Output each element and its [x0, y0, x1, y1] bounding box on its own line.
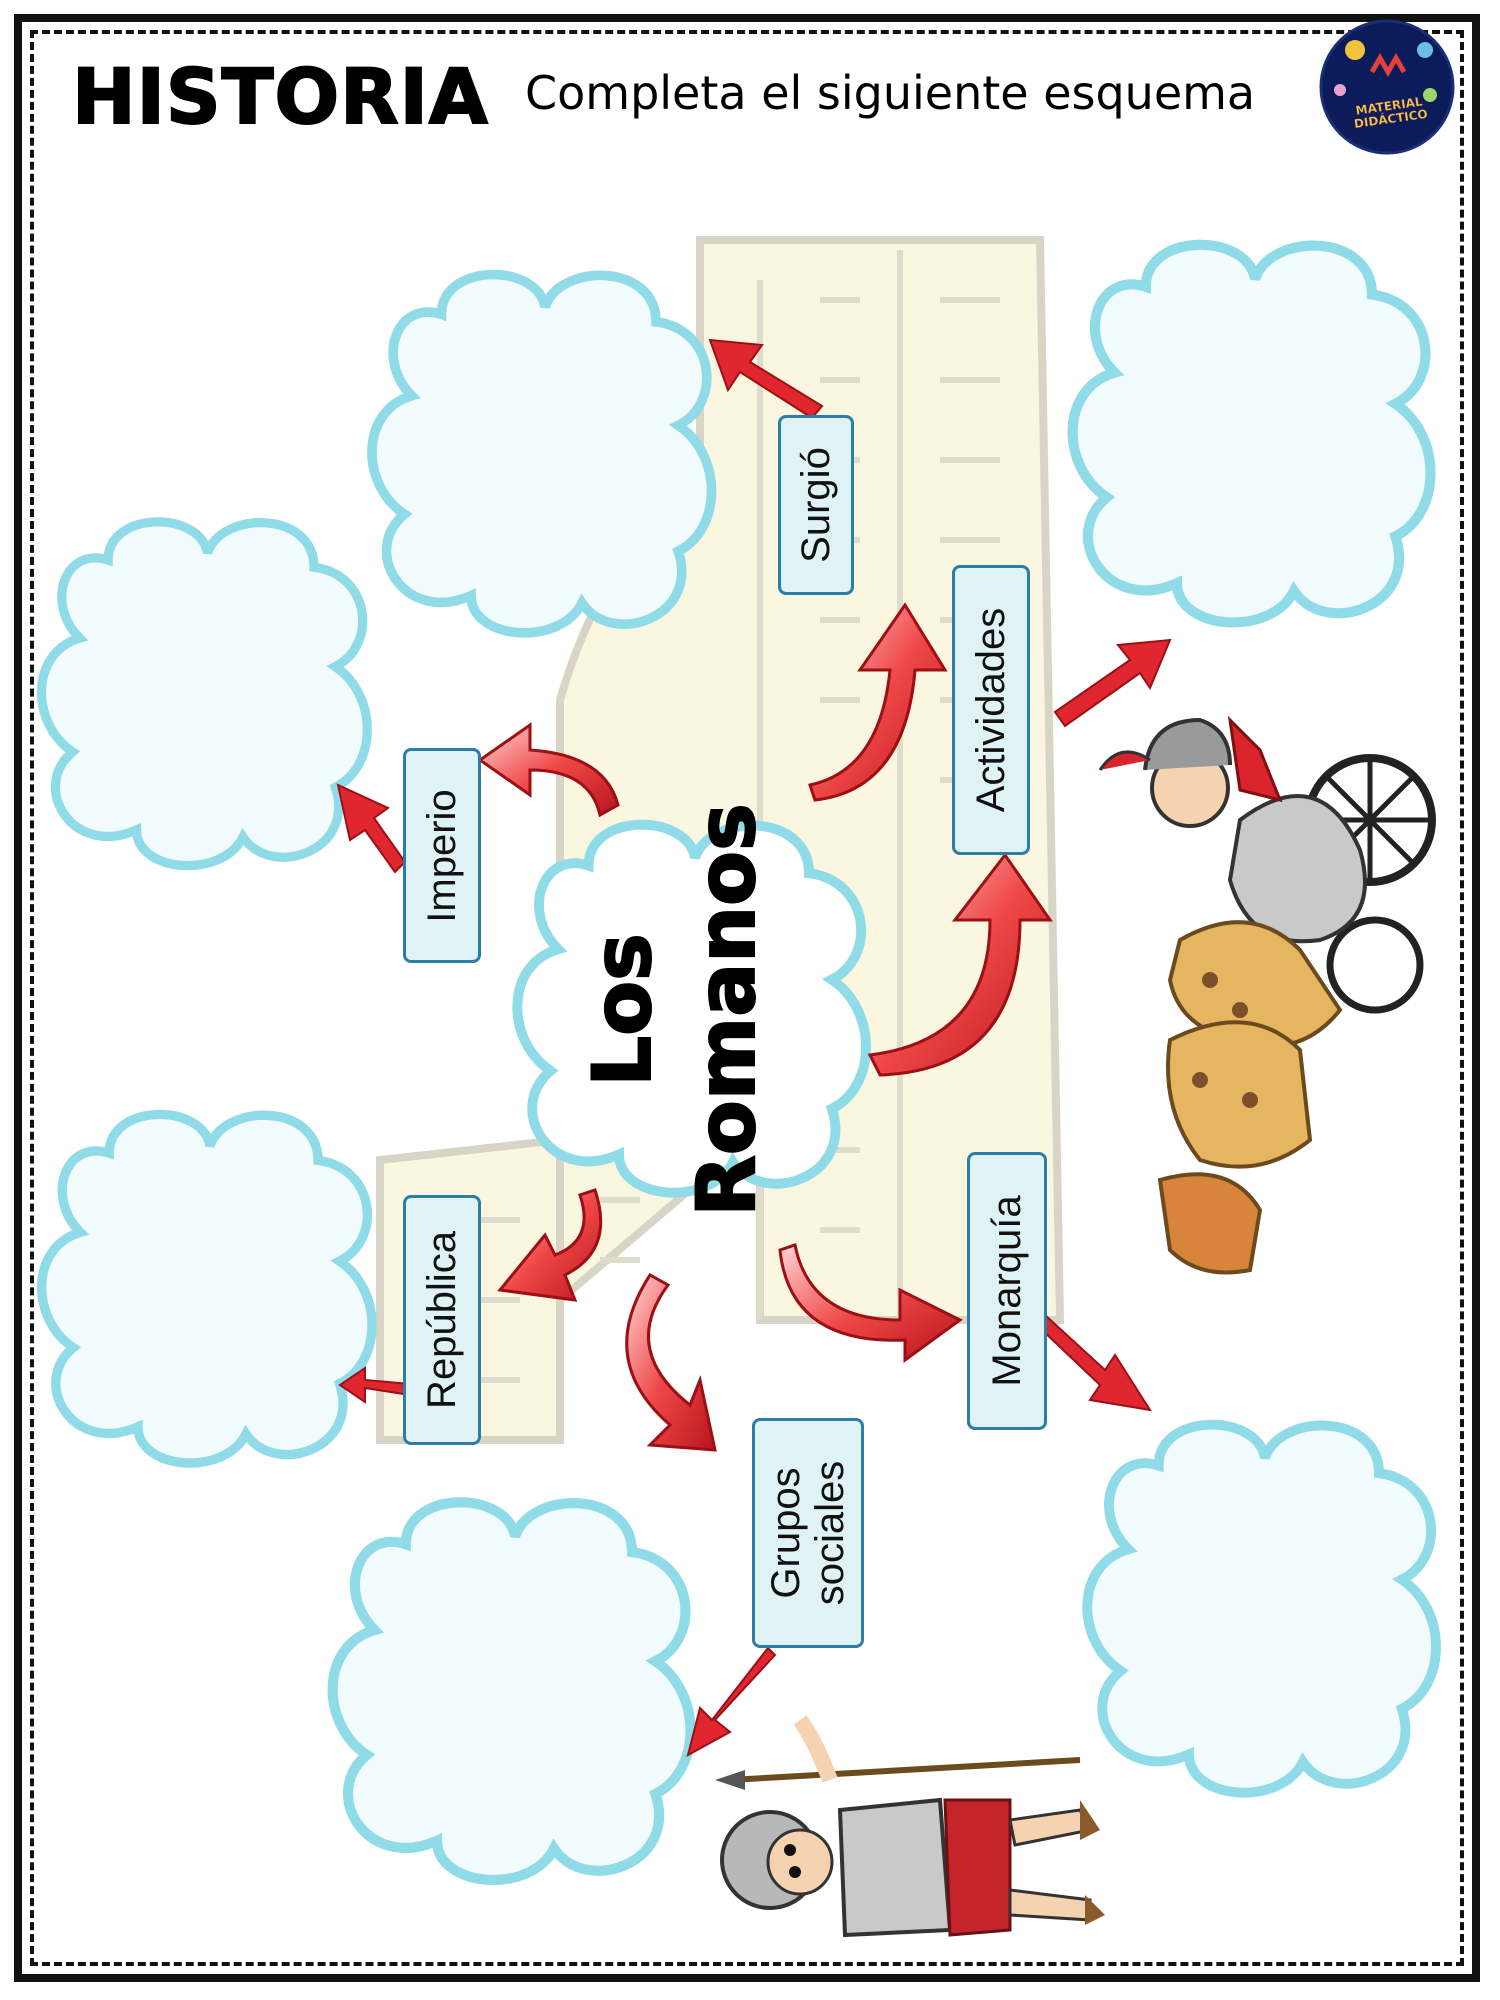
label-actividades-text: Actividades	[969, 607, 1013, 813]
roman-chariot-illustration	[1098, 715, 1436, 1275]
label-monarquia-text: Monarquía	[985, 1195, 1029, 1387]
arrow-imperio-to-cloud	[336, 783, 407, 874]
page-title: HISTORIA	[71, 51, 489, 142]
roman-soldier-illustration	[715, 1715, 1105, 1938]
answer-cloud-monarquia[interactable]	[1087, 1425, 1436, 1793]
arrow-to-imperio	[477, 722, 620, 818]
arrow-to-grupos	[625, 1273, 717, 1452]
instruction-text: Completa el siguiente esquema	[525, 66, 1256, 120]
central-topic-line1: Los	[575, 932, 670, 1088]
arrow-monarquia-to-cloud	[1038, 1313, 1153, 1412]
arrow-actividades-to-cloud	[1053, 638, 1172, 728]
label-surgio: Surgió	[778, 415, 854, 595]
central-topic-line2: Romanos	[679, 802, 774, 1217]
label-monarquia: Monarquía	[967, 1152, 1047, 1430]
central-topic: Los Romanos	[571, 802, 779, 1217]
label-grupos-sociales: Grupos sociales	[752, 1418, 864, 1648]
label-republica-text: República	[420, 1231, 464, 1409]
dashed-border	[30, 30, 1464, 1966]
answer-cloud-actividades[interactable]	[1073, 245, 1431, 623]
arrow-to-surgio	[808, 602, 948, 802]
label-surgio-text: Surgió	[794, 447, 838, 563]
arrow-grupos-to-cloud	[686, 1646, 777, 1757]
label-actividades: Actividades	[952, 565, 1030, 855]
answer-cloud-imperio[interactable]	[41, 522, 367, 866]
answer-cloud-grupos[interactable]	[333, 1502, 691, 1880]
answer-cloud-surgio[interactable]	[372, 275, 712, 633]
pointer-arrows	[336, 338, 1172, 1757]
label-grupos-sociales-text: Grupos sociales	[764, 1460, 852, 1606]
arrow-to-monarquia	[778, 1243, 963, 1363]
arrow-to-actividades	[867, 852, 1053, 1077]
label-imperio: Imperio	[403, 748, 481, 963]
material-didactico-logo	[1319, 19, 1455, 155]
arrow-surgio-to-cloud	[708, 338, 824, 420]
connector-arrows	[477, 602, 1053, 1452]
label-imperio-text: Imperio	[420, 788, 464, 923]
arrow-republica-to-cloud	[338, 1366, 411, 1404]
answer-cloud-republica[interactable]	[42, 1114, 372, 1463]
label-republica: República	[403, 1195, 481, 1445]
arrow-to-republica	[497, 1188, 603, 1302]
